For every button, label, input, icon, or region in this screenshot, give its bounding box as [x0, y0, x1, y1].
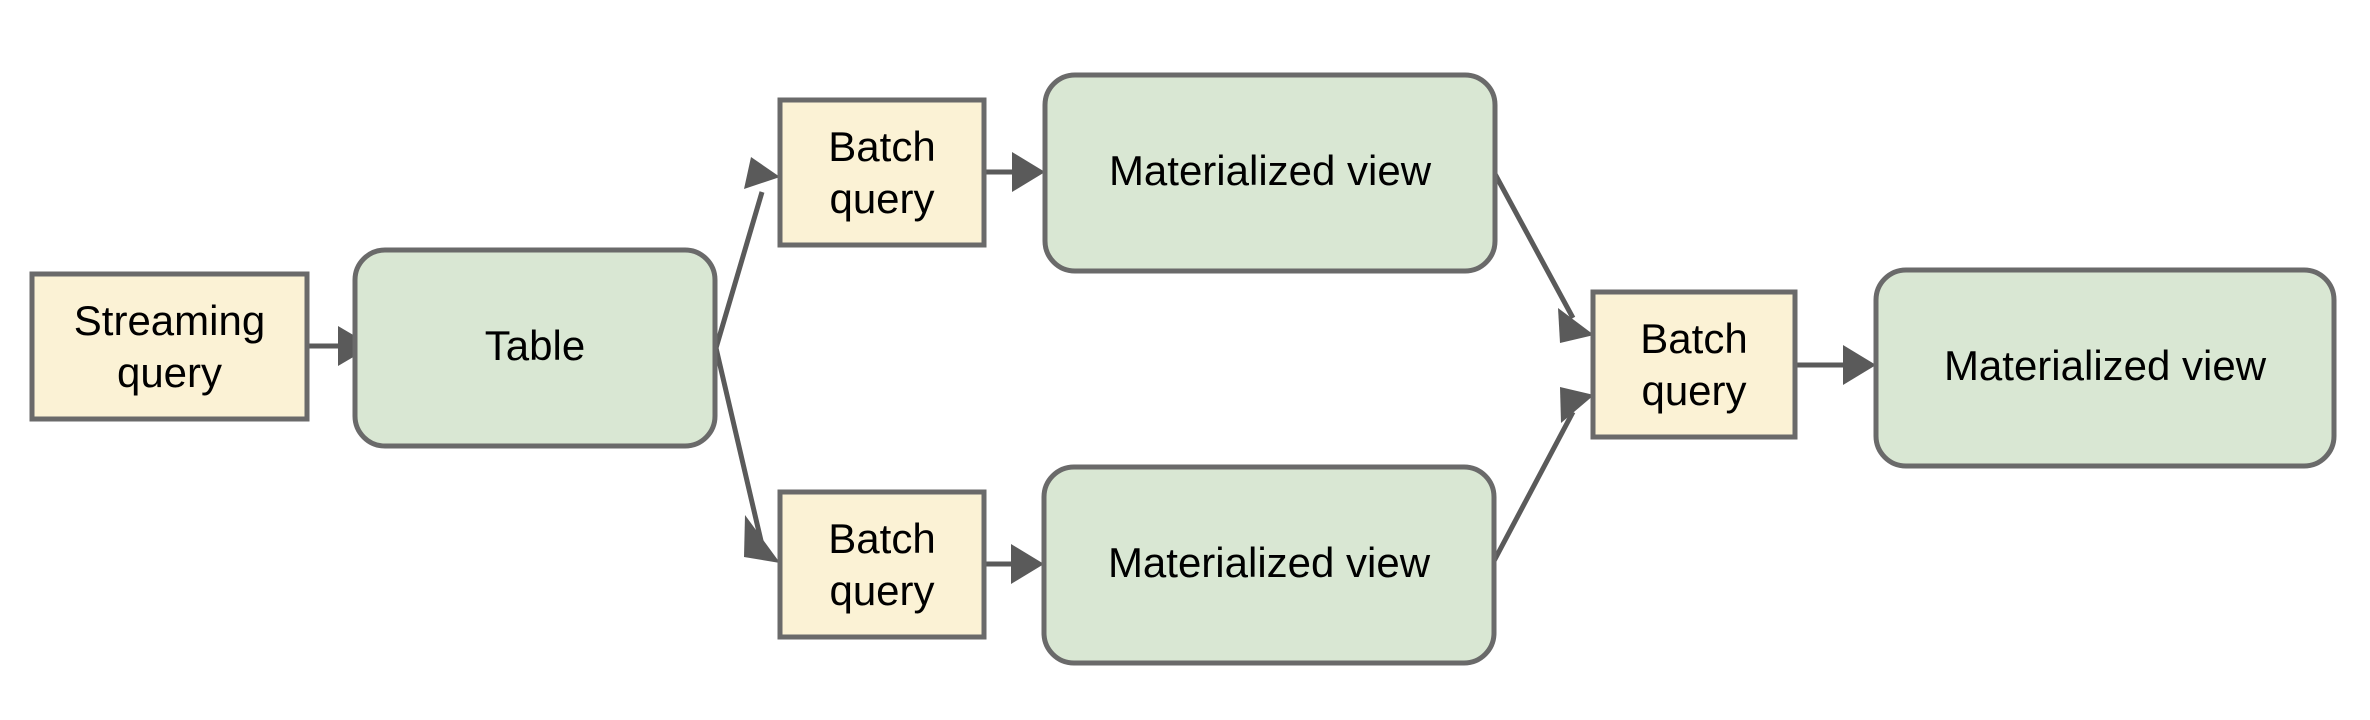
arrowhead-icon: [744, 157, 780, 189]
node-shape: [1873, 267, 2337, 469]
arrowhead-icon: [744, 515, 780, 563]
node-label-line: query: [829, 175, 934, 222]
node-label-line: Batch: [828, 123, 935, 170]
edge-merge-to-final-view[interactable]: [1795, 345, 1876, 385]
node-materialized-view-final[interactable]: Materialized view: [1873, 267, 2337, 469]
edge-view-bottom-to-merge[interactable]: [1491, 387, 1594, 563]
node-label-line: Streaming: [74, 297, 265, 344]
node-shape: [777, 97, 987, 248]
node-shape: [1590, 289, 1798, 440]
arrowhead-icon: [1011, 544, 1044, 584]
node-batch-query-top[interactable]: Batch query: [777, 97, 987, 248]
node-label-line: query: [829, 567, 934, 614]
edge-line: [1491, 410, 1576, 563]
node-table[interactable]: Table: [352, 247, 718, 449]
node-materialized-view-top[interactable]: Materialized view: [1042, 72, 1498, 274]
node-shape: [777, 489, 987, 640]
node-shape: [1042, 72, 1498, 274]
edge-batch-bottom-to-view-bottom[interactable]: [983, 544, 1044, 584]
edge-line: [713, 347, 765, 546]
node-label-line: query: [117, 349, 222, 396]
node-label-line: query: [1641, 367, 1746, 414]
edge-view-top-to-merge[interactable]: [1492, 172, 1594, 343]
arrowhead-icon: [1560, 387, 1594, 423]
edge-line: [713, 191, 765, 349]
edge-table-to-batch-bottom[interactable]: [713, 347, 780, 563]
nodes-layer: Streaming query Table Batch query Materi…: [29, 72, 2337, 666]
node-shape: [352, 247, 718, 449]
edge-batch-top-to-view-top[interactable]: [984, 152, 1045, 192]
arrowhead-icon: [1558, 308, 1594, 343]
node-shape: [29, 271, 310, 422]
arrowhead-icon: [1012, 152, 1045, 192]
node-batch-query-bottom[interactable]: Batch query: [777, 489, 987, 640]
edges-layer: [307, 152, 1876, 584]
edge-line: [1492, 172, 1576, 320]
node-streaming-query[interactable]: Streaming query: [29, 271, 310, 422]
node-label-line: Batch: [828, 515, 935, 562]
node-label-line: Table: [485, 322, 585, 369]
node-label-line: Materialized view: [1109, 147, 1432, 194]
arrowhead-icon: [1843, 345, 1876, 385]
node-batch-query-merge[interactable]: Batch query: [1590, 289, 1798, 440]
node-label-line: Materialized view: [1108, 539, 1431, 586]
node-shape: [1041, 464, 1497, 666]
node-label-line: Batch: [1640, 315, 1747, 362]
node-materialized-view-bottom[interactable]: Materialized view: [1041, 464, 1497, 666]
node-label-line: Materialized view: [1944, 342, 2267, 389]
edge-table-to-batch-top[interactable]: [713, 157, 780, 349]
